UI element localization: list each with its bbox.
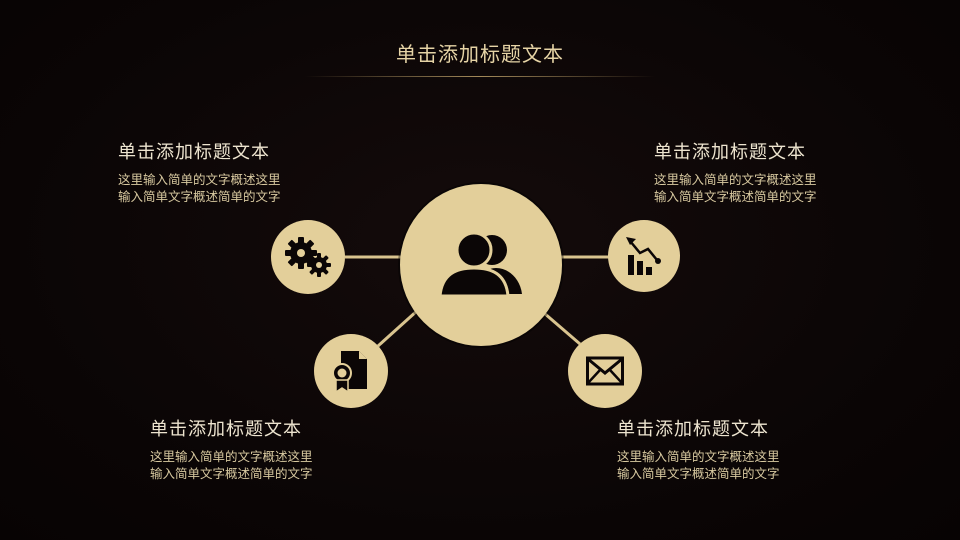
envelope-icon — [586, 356, 624, 386]
block-body: 这里输入简单的文字概述这里 输入简单文字概述简单的文字 — [118, 172, 281, 204]
text-block-bottom-left: 单击添加标题文本 这里输入简单的文字概述这里 输入简单文字概述简单的文字 — [150, 418, 350, 482]
title-divider — [305, 76, 655, 77]
block-heading: 单击添加标题文本 — [617, 419, 769, 440]
envelope-node — [568, 334, 642, 408]
text-block-top-right: 单击添加标题文本 这里输入简单的文字概述这里 输入简单文字概述简单的文字 — [654, 141, 854, 205]
text-block-bottom-right: 单击添加标题文本 这里输入简单的文字概述这里 输入简单文字概述简单的文字 — [617, 418, 817, 482]
block-body: 这里输入简单的文字概述这里 输入简单文字概述简单的文字 — [617, 449, 780, 481]
chart-node — [608, 220, 680, 292]
block-heading: 单击添加标题文本 — [150, 419, 302, 440]
text-block-top-left: 单击添加标题文本 这里输入简单的文字概述这里 输入简单文字概述简单的文字 — [118, 141, 318, 205]
gears-icon — [285, 237, 331, 277]
gears-node — [271, 220, 345, 294]
users-icon — [438, 231, 522, 298]
certificate-document-icon — [332, 351, 367, 393]
certificate-node — [314, 334, 388, 408]
slide-title: 单击添加标题文本 — [396, 42, 564, 66]
block-body: 这里输入简单的文字概述这里 输入简单文字概述简单的文字 — [654, 172, 817, 204]
block-body: 这里输入简单的文字概述这里 输入简单文字概述简单的文字 — [150, 449, 313, 481]
center-node — [400, 184, 562, 346]
chart-trend-icon — [626, 237, 661, 275]
block-heading: 单击添加标题文本 — [118, 142, 270, 163]
block-heading: 单击添加标题文本 — [654, 142, 806, 163]
